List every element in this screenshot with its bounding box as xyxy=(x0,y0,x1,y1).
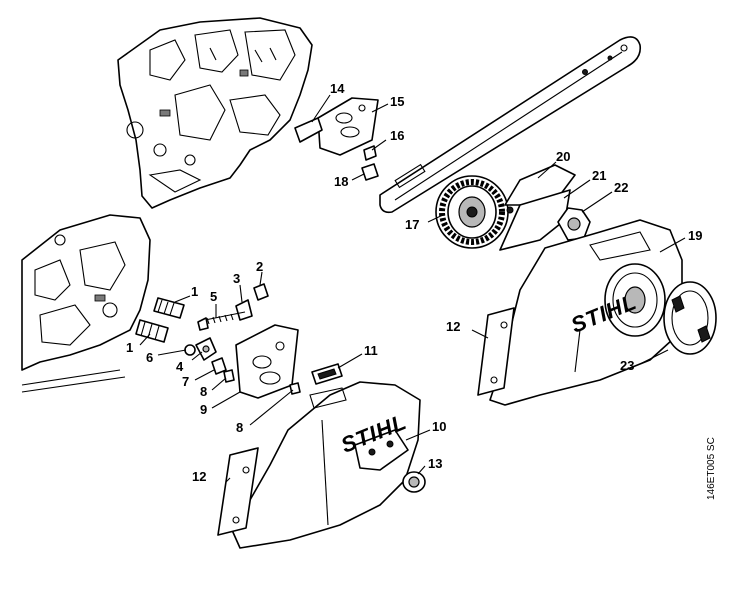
label-3: 3 xyxy=(233,271,240,286)
washer-disc xyxy=(663,281,717,355)
label-20: 20 xyxy=(556,149,570,164)
thrust-pad-3 xyxy=(235,299,253,321)
label-1-upper: 1 xyxy=(191,284,198,299)
plate xyxy=(499,189,571,251)
cover-insert-14 xyxy=(294,117,323,143)
label-18: 17 xyxy=(405,217,419,232)
label-13: 13 xyxy=(428,456,442,471)
label-1-lower: 1 xyxy=(126,340,133,355)
label-10: 10 xyxy=(432,419,446,434)
label-21: 21 xyxy=(592,168,606,183)
part-labels: 1 1 2 3 4 5 6 7 8 8 9 10 11 12 12 13 14 … xyxy=(126,81,702,484)
label-22: 22 xyxy=(614,180,628,195)
engine-housing-lower xyxy=(21,214,151,393)
chain-sprocket-cover: STIHL xyxy=(231,381,421,549)
label-15: 15 xyxy=(390,94,404,109)
washer-6 xyxy=(184,344,196,356)
label-23: 23 xyxy=(620,358,634,373)
label-19: 19 xyxy=(688,228,702,243)
wing-nut xyxy=(557,207,591,241)
label-11: 11 xyxy=(364,343,378,358)
label-12-lower: 12 xyxy=(192,469,206,484)
label-6: 6 xyxy=(146,350,153,365)
label-9: 9 xyxy=(200,402,207,417)
cover-insert-11 xyxy=(311,363,343,385)
label-7: 7 xyxy=(182,374,189,389)
sprocket-cover: STIHL xyxy=(489,219,683,406)
label-14: 14 xyxy=(330,81,345,96)
bar-plate-lower xyxy=(235,324,299,399)
leader-lines xyxy=(139,94,686,483)
label-8-lower: 8 xyxy=(236,420,243,435)
label-17: 18 xyxy=(334,174,348,189)
label-12-upper: 12 xyxy=(446,319,460,334)
stud-upper xyxy=(153,297,185,319)
engine-housing-upper xyxy=(117,17,313,209)
clip-7 xyxy=(211,357,227,375)
chain-guard-strip-upper xyxy=(477,307,515,396)
sprocket xyxy=(435,175,509,249)
screw-8b xyxy=(289,382,301,395)
guide-bar xyxy=(379,36,642,214)
label-5: 5 xyxy=(210,289,217,304)
tensioner-slide-2 xyxy=(253,283,269,301)
label-8-upper: 8 xyxy=(200,384,207,399)
document-reference-code: 146ET005 SC xyxy=(706,437,717,500)
stud-lower xyxy=(135,319,169,343)
label-16: 16 xyxy=(390,128,404,143)
label-4: 4 xyxy=(176,359,184,374)
adjusting-screw-5 xyxy=(197,311,246,331)
tensioner-gear-4 xyxy=(195,337,217,361)
chain-guard-strip-lower xyxy=(217,447,259,536)
screw-8a xyxy=(223,369,235,383)
bar-plate-upper xyxy=(317,97,379,156)
nut-18 xyxy=(361,163,379,181)
collar-nut xyxy=(402,471,426,493)
label-2: 2 xyxy=(256,259,263,274)
